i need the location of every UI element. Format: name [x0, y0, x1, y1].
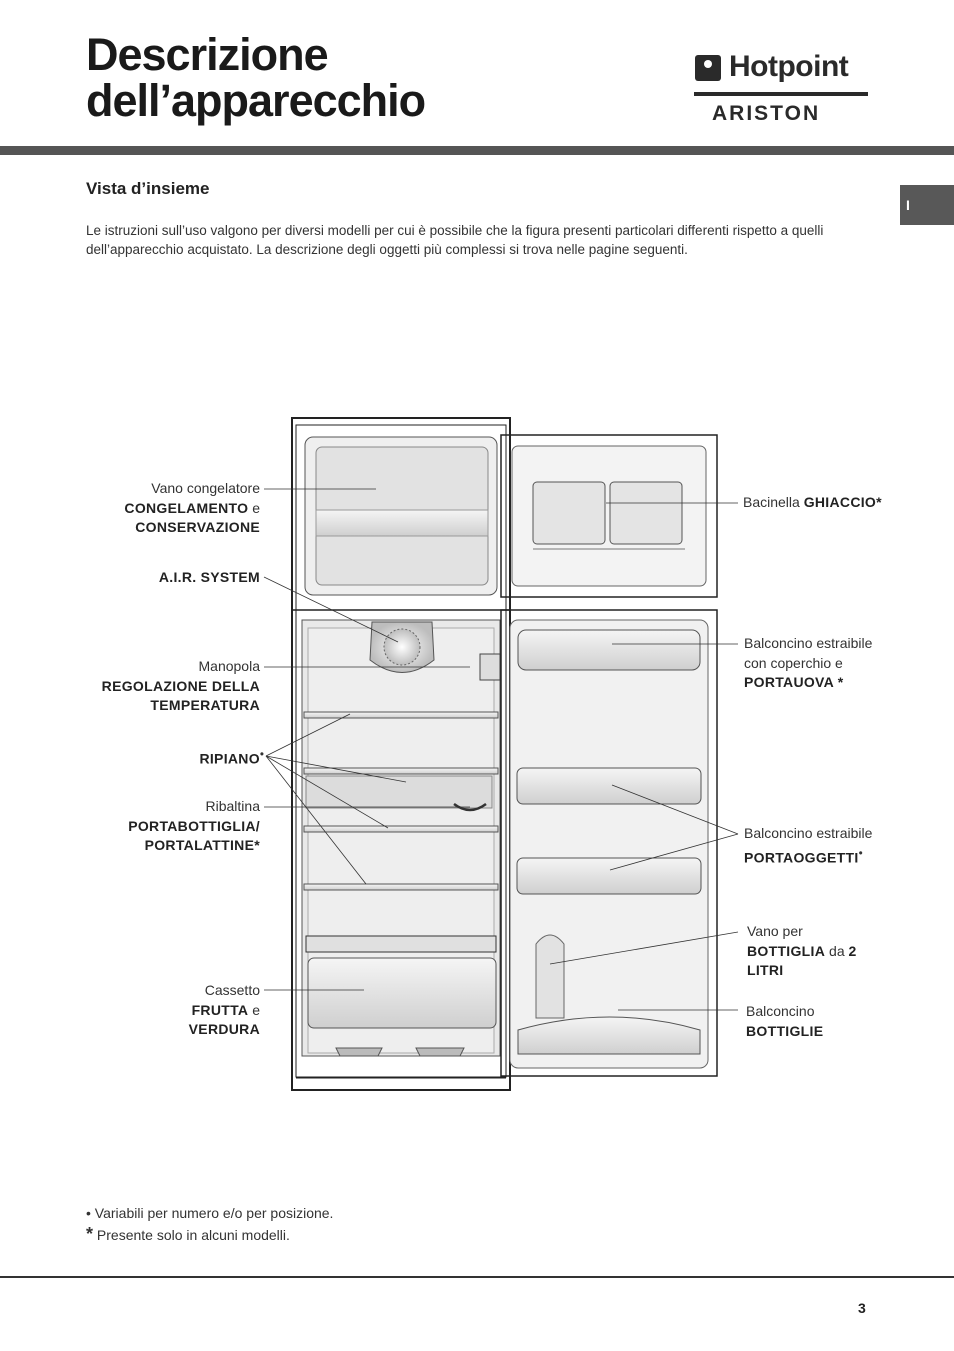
- label-bottiglia-bold2a: BOTTIGLIA: [747, 942, 826, 959]
- label-bottiglia-bold2b: 2: [848, 942, 857, 959]
- fridge-door: [500, 609, 718, 1077]
- footnote-star-text: Presente solo in alcuni modelli.: [96, 1227, 290, 1243]
- label-ribaltina-line3: PORTALATTINE*: [128, 836, 260, 856]
- label-air-bold: A.I.R. SYSTEM: [158, 569, 260, 585]
- label-ripiano: RIPIANO•: [199, 745, 264, 769]
- label-ripiano-bold: RIPIANO: [199, 750, 260, 767]
- label-manopola: Manopola REGOLAZIONE DELLA TEMPERATURA: [102, 657, 260, 716]
- label-manopola-line3: TEMPERATURA: [102, 696, 260, 716]
- label-vano-line1: Vano congelatore: [151, 480, 260, 496]
- label-portauova-line3: PORTAUOVA *: [744, 673, 872, 693]
- label-cassetto: Cassetto FRUTTA e VERDURA: [189, 981, 260, 1040]
- brand-subname: ARISTON: [712, 102, 821, 125]
- label-bottiglie-line2: BOTTIGLIE: [746, 1022, 823, 1042]
- label-cassetto-line1: Cassetto: [204, 982, 260, 998]
- page-title-line2: dell’apparecchio: [86, 75, 426, 126]
- label-portaoggetti-bold2: PORTAOGGETTI: [744, 849, 859, 866]
- footnote-star: * Presente solo in alcuni modelli.: [86, 1224, 290, 1245]
- label-vano-bold3: CONSERVAZIONE: [135, 519, 260, 535]
- label-bottiglie-bold2: BOTTIGLIE: [746, 1022, 824, 1039]
- label-ripiano-mark: •: [259, 748, 264, 761]
- label-portauova-bold3: PORTAUOVA: [744, 674, 834, 690]
- header-divider: [0, 146, 954, 155]
- label-manopola-line1: Manopola: [198, 658, 261, 674]
- label-portaoggetti-mark: •: [858, 846, 863, 860]
- label-vano-bottiglia: Vano per BOTTIGLIA da 2 LITRI: [747, 922, 857, 981]
- language-tab: I: [900, 185, 954, 225]
- label-cassetto-bold2: FRUTTA: [191, 1001, 249, 1018]
- label-bottiglia-bold3: LITRI: [747, 962, 784, 978]
- label-vano-line3: CONSERVAZIONE: [124, 518, 260, 538]
- label-bottiglia-line3: LITRI: [747, 961, 857, 981]
- footnote-dot-symbol: •: [86, 1205, 91, 1221]
- label-bacinella: Bacinella GHIACCIO*: [743, 493, 882, 513]
- label-bottiglia-line1: Vano per: [747, 923, 803, 939]
- footnote-dot-text: Variabili per numero e/o per posizione.: [94, 1205, 334, 1221]
- label-portauova-mark: *: [833, 674, 844, 690]
- label-ribaltina-bold3: PORTALATTINE: [144, 837, 255, 853]
- label-bottiglia-line2: BOTTIGLIA da 2: [747, 942, 857, 962]
- cabinet: [291, 417, 511, 1091]
- label-air-system: A.I.R. SYSTEM: [159, 568, 260, 588]
- label-bottiglie-line1: Balconcino: [746, 1003, 815, 1019]
- label-portaoggetti: Balconcino estraibile PORTAOGGETTI•: [744, 824, 872, 868]
- label-portaoggetti-line2: PORTAOGGETTI•: [744, 844, 872, 868]
- freezer-door: [500, 434, 718, 598]
- label-vano-normal2: e: [248, 499, 260, 516]
- page-title-line1: Descrizione: [86, 29, 329, 80]
- brand-rule: [694, 92, 868, 96]
- footnote-dot: • Variabili per numero e/o per posizione…: [86, 1205, 333, 1221]
- label-portauova: Balconcino estraibile con coperchio e PO…: [744, 634, 872, 693]
- label-manopola-line2: REGOLAZIONE DELLA: [102, 677, 260, 697]
- brand-mark-icon: [695, 55, 721, 81]
- label-vano-congelatore: Vano congelatore CONGELAMENTO e CONSERVA…: [124, 479, 260, 538]
- label-ribaltina-line2: PORTABOTTIGLIA/: [128, 817, 260, 837]
- label-cassetto-normal2: e: [248, 1001, 260, 1018]
- label-portauova-line1: Balconcino estraibile: [744, 635, 873, 651]
- footer-divider: [0, 1276, 954, 1278]
- label-vano-line2: CONGELAMENTO e: [124, 499, 260, 519]
- label-manopola-bold3: TEMPERATURA: [150, 697, 260, 713]
- label-balconcino-bottiglie: Balconcino BOTTIGLIE: [746, 1002, 823, 1041]
- label-cassetto-line3: VERDURA: [189, 1020, 260, 1040]
- label-bacinella-bold: GHIACCIO: [803, 494, 877, 510]
- page-title: Descrizione dell’apparecchio: [86, 29, 426, 126]
- label-bacinella-mark: *: [876, 494, 882, 510]
- label-vano-bold2: CONGELAMENTO: [124, 499, 249, 516]
- label-ribaltina-bold2: PORTABOTTIGLIA/: [128, 817, 260, 834]
- label-cassetto-line2: FRUTTA e: [189, 1001, 260, 1021]
- label-ribaltina-line1: Ribaltina: [205, 798, 260, 814]
- label-portaoggetti-line1: Balconcino estraibile: [744, 825, 873, 841]
- intro-paragraph: Le istruzioni sull’uso valgono per diver…: [86, 223, 824, 257]
- page-number: 3: [858, 1300, 866, 1316]
- label-bottiglia-normal2: da: [825, 942, 849, 959]
- brand-name: Hotpoint: [729, 50, 849, 83]
- label-bacinella-normal: Bacinella: [743, 494, 804, 510]
- section-title: Vista d’insieme: [86, 179, 210, 198]
- label-ribaltina: Ribaltina PORTABOTTIGLIA/ PORTALATTINE*: [128, 797, 260, 856]
- leader-lines: [263, 488, 739, 1011]
- footnote-star-symbol: *: [86, 1224, 94, 1244]
- label-cassetto-bold3: VERDURA: [188, 1021, 260, 1037]
- label-portauova-line2: con coperchio e: [744, 654, 843, 671]
- brand-logo: Hotpoint ARISTON: [694, 50, 870, 128]
- label-manopola-bold2: REGOLAZIONE DELLA: [101, 677, 260, 694]
- label-ribaltina-mark: *: [254, 837, 260, 853]
